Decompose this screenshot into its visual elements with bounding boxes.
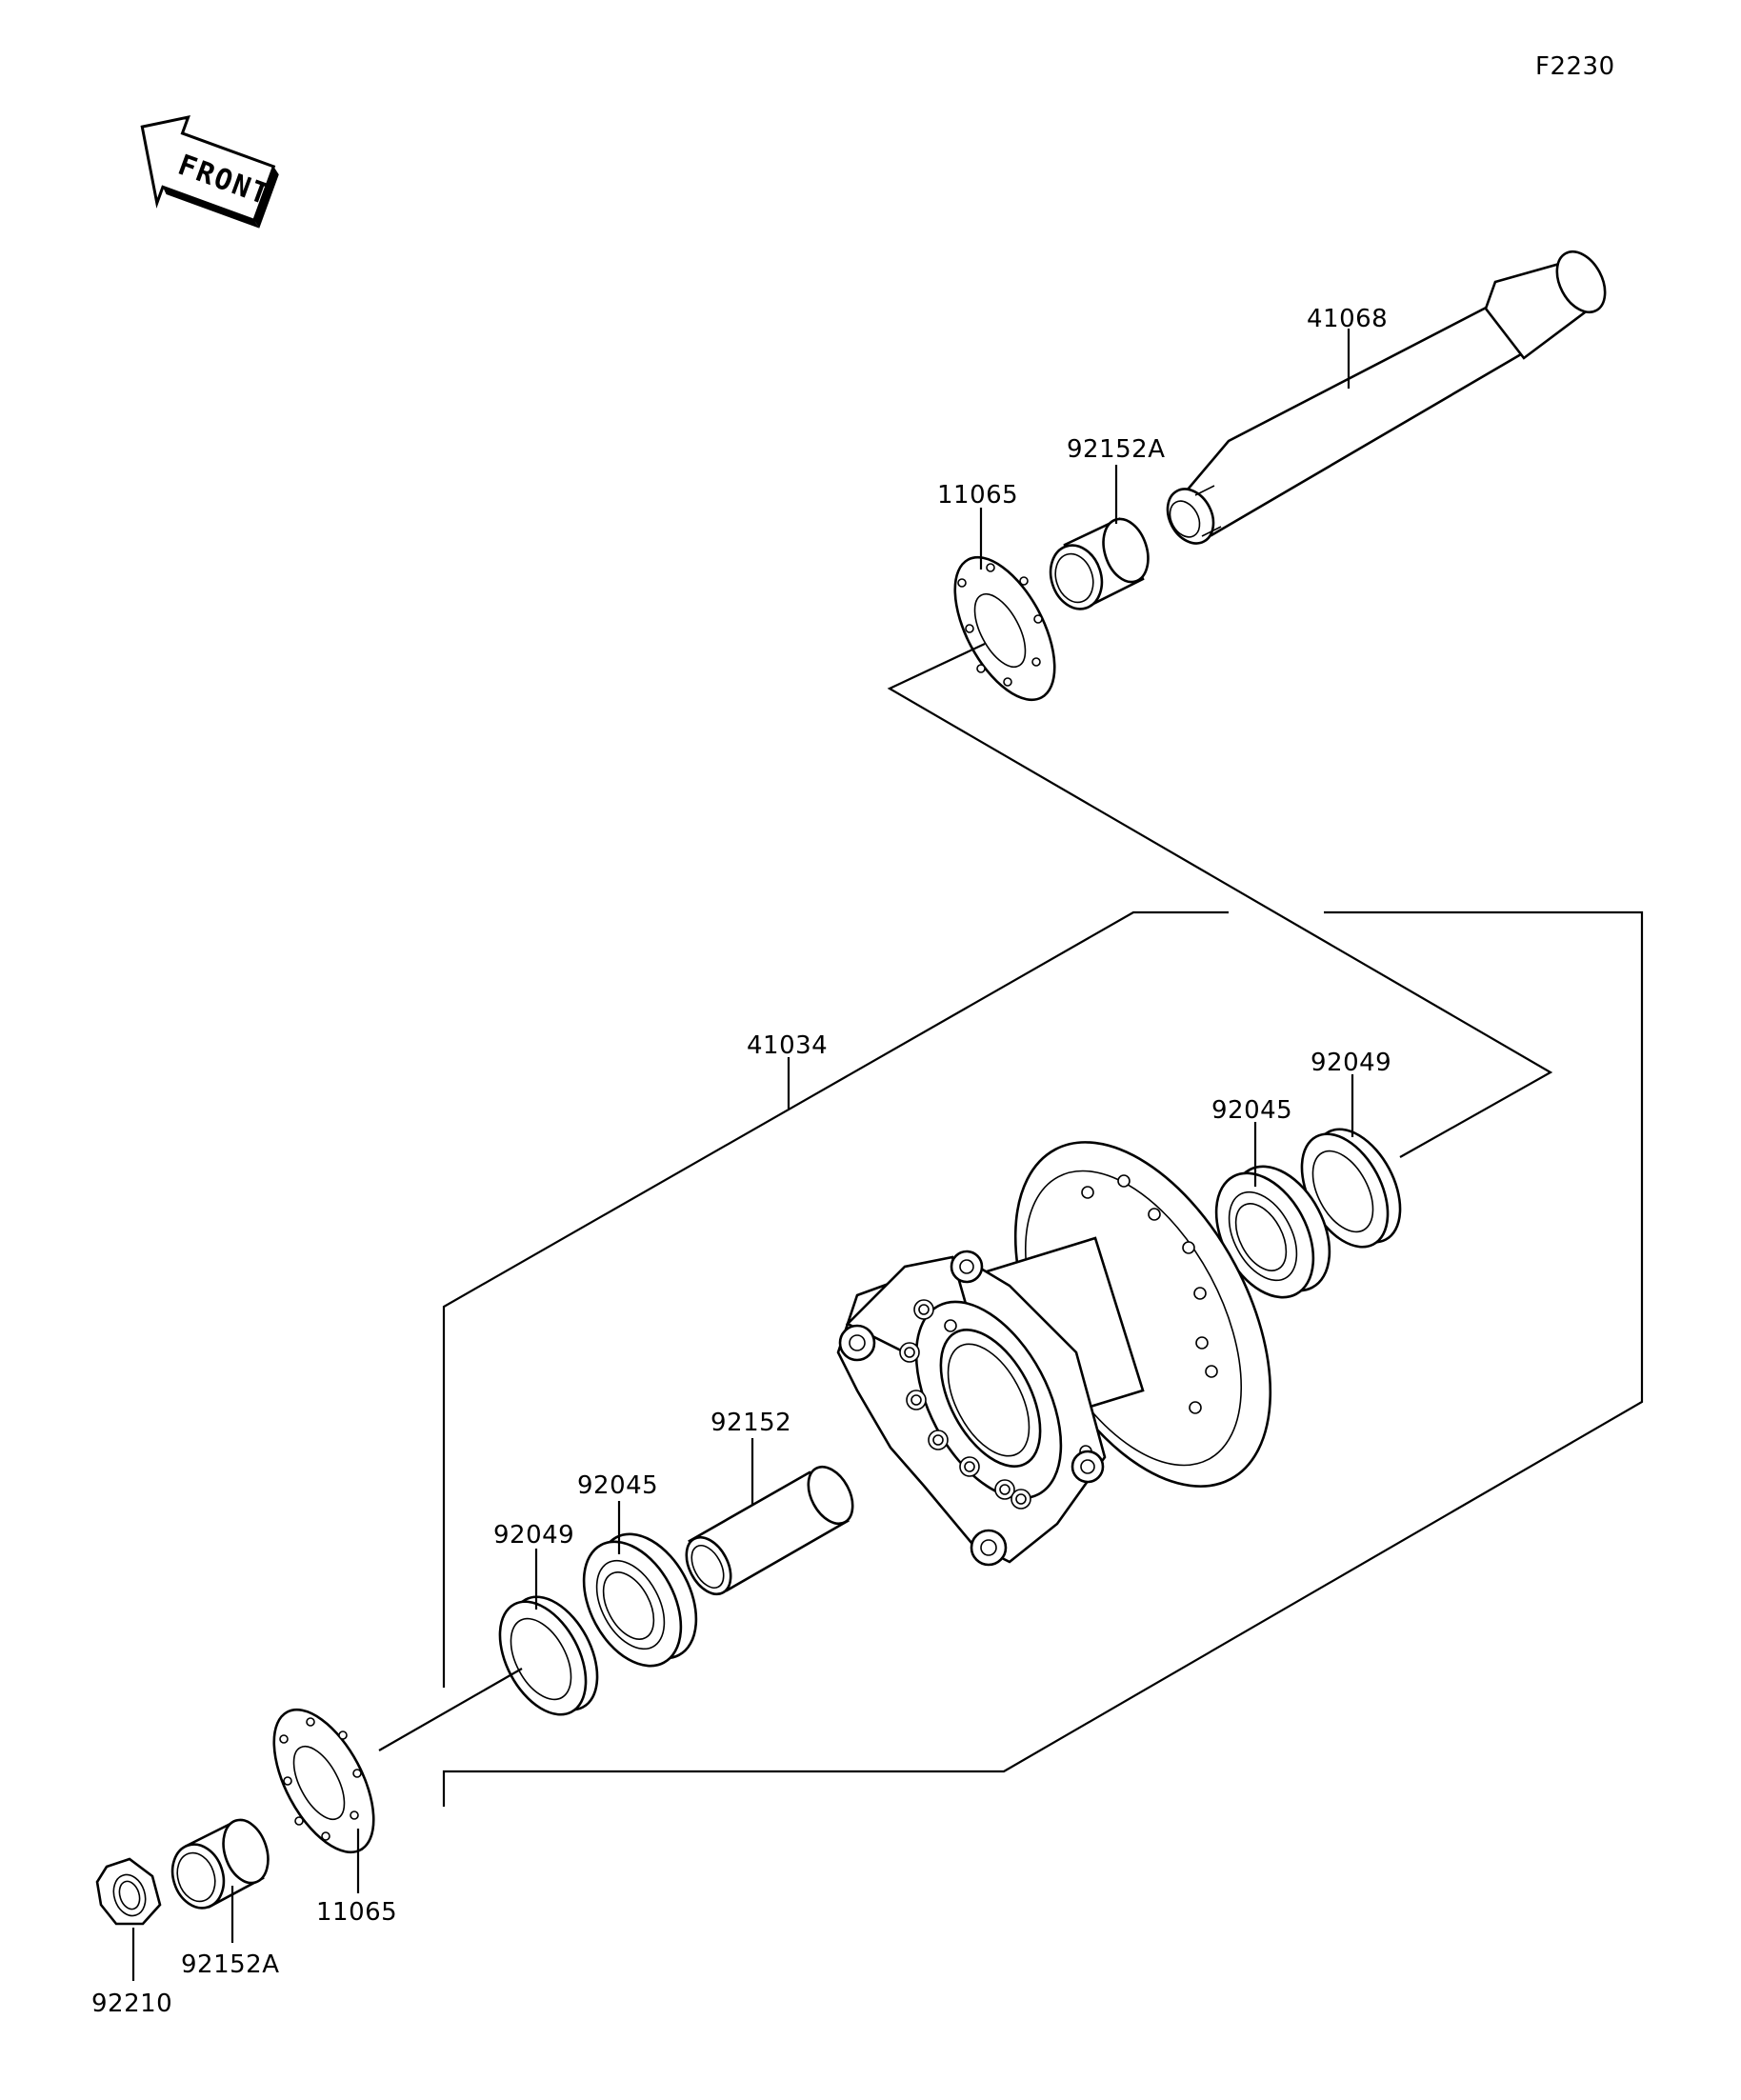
coupling-bottom [272,1708,375,1854]
callout-collar-bottom: 92152A [181,1950,280,1979]
hub-bracket-right [442,910,1644,1807]
coupling-top [953,555,1056,702]
assembly-axis-line-top [887,643,1553,1158]
callout-spacer: 92152 [710,1409,791,1437]
callout-hub: 41034 [747,1031,828,1060]
callout-bearing-right: 92045 [1211,1096,1292,1125]
bearing-left [582,1532,698,1668]
front-axle [1166,250,1607,545]
callout-coupling-top: 11065 [937,481,1018,510]
callout-nut: 92210 [91,1990,172,2018]
callout-collar-top: 92152A [1067,435,1166,464]
callout-bearing-left: 92045 [577,1471,658,1500]
bearing-right [1214,1165,1331,1299]
oil-seal-right [1300,1128,1402,1249]
collar-bottom [170,1818,270,1910]
oil-seal-left [498,1595,599,1716]
callout-axle: 41068 [1307,305,1388,333]
callout-coupling-bottom: 11065 [316,1898,397,1927]
figure-code: F2230 [1535,52,1615,81]
axle-nut [95,1857,162,1926]
callout-seal-right: 92049 [1311,1049,1391,1077]
assembly-axis-line-bottom [378,1668,523,1751]
spacer [685,1465,854,1596]
wheel-hub [836,1141,1272,1567]
collar-top [1049,517,1150,610]
hub-bracket-left [442,910,1229,1688]
callout-seal-left: 92049 [493,1521,574,1550]
front-arrow-icon: FRONT [140,115,279,229]
